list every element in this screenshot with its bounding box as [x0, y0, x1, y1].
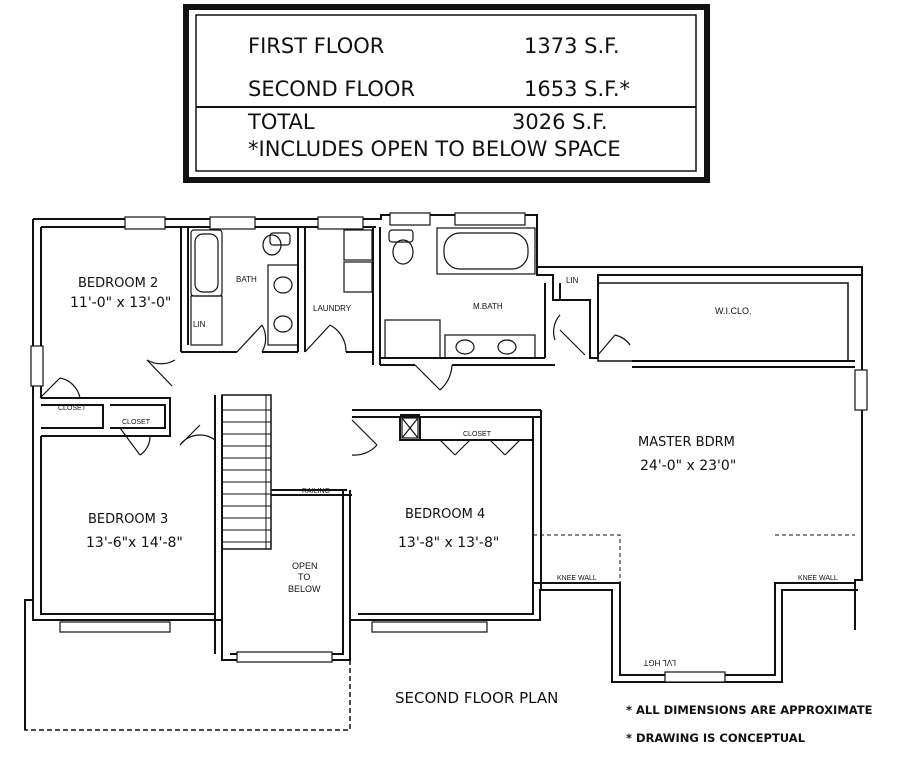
total-value: 3026 S.F. — [512, 110, 608, 134]
table-footnote: *INCLUDES OPEN TO BELOW SPACE — [248, 137, 621, 161]
closet-label-1: CLOSET — [58, 405, 87, 412]
second-floor-value: 1653 S.F.* — [524, 77, 630, 101]
fixtures — [190, 227, 536, 439]
bedroom3-name: BEDROOM 3 — [88, 512, 168, 527]
note-conceptual: * DRAWING IS CONCEPTUAL — [626, 731, 806, 745]
windows — [30, 212, 868, 683]
lin-label-1: LIN — [193, 320, 206, 329]
laundry-label: LAUNDRY — [313, 304, 352, 313]
door-swings — [39, 314, 631, 456]
knee-wall-right: KNEE WALL — [798, 575, 838, 582]
stair-treads — [222, 395, 271, 549]
open-to-below-3: BELOW — [288, 584, 321, 594]
second-floor-label: SECOND FLOOR — [248, 77, 415, 101]
bedroom4-size: 13'-8" x 13'-8" — [398, 535, 499, 551]
bedroom3-size: 13'-6"x 14'-8" — [86, 535, 183, 551]
plan-title: SECOND FLOOR PLAN — [395, 689, 558, 707]
first-floor-label: FIRST FLOOR — [248, 34, 384, 58]
interior-walls — [24, 227, 862, 731]
bedroom2-size: 11'-0" x 13'-0" — [70, 295, 171, 311]
first-floor-value: 1373 S.F. — [524, 34, 620, 58]
total-label: TOTAL — [247, 110, 315, 134]
bedroom2-name: BEDROOM 2 — [78, 276, 158, 291]
open-to-below-1: OPEN — [292, 561, 318, 571]
exterior-walls — [24, 214, 863, 730]
bath-label: BATH — [236, 275, 257, 284]
wiclo-label: W.I.CLO. — [715, 306, 752, 316]
note-approximate: * ALL DIMENSIONS ARE APPROXIMATE — [626, 703, 873, 717]
lin-label-2: LIN — [566, 276, 579, 285]
lvl-hgt-label: LVL HGT — [643, 658, 676, 667]
mbath-label: M.BATH — [473, 302, 503, 311]
open-to-below-2: TO — [298, 572, 310, 582]
knee-wall-left: KNEE WALL — [557, 575, 597, 582]
closet-label-2: CLOSET — [122, 419, 151, 426]
master-name: MASTER BDRM — [638, 435, 735, 450]
master-size: 24'-0" x 23'0" — [640, 458, 736, 474]
area-table: FIRST FLOOR 1373 S.F. SECOND FLOOR 1653 … — [183, 4, 710, 183]
railing-label: RAILING — [302, 488, 330, 495]
closet-label-3: CLOSET — [463, 431, 492, 438]
bedroom4-name: BEDROOM 4 — [405, 507, 485, 522]
